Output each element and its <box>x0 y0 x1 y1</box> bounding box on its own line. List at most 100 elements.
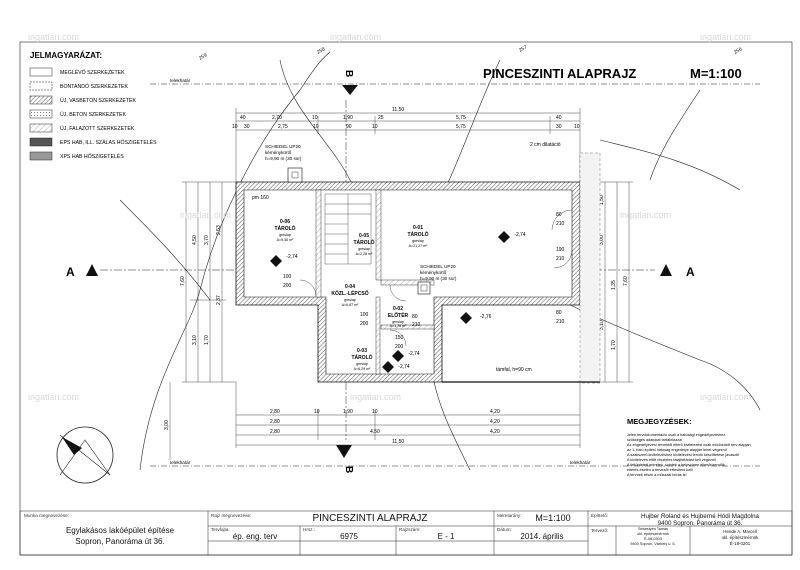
legend-label: ÚJ, BETON SZERKEZETEK <box>60 111 126 118</box>
dim-label: 5,75 <box>456 115 466 121</box>
dim-label: 2,37 <box>216 295 222 305</box>
dim-label: 3,70 <box>204 235 210 245</box>
engineer-line-3: É-18-0201 <box>729 541 751 546</box>
watermark-text: ingatlan.com <box>28 32 79 42</box>
dimension-labels-bottom: 2,80 10 1,90 10 4,20 2,80 4,20 2,80 4,50… <box>270 409 500 445</box>
date-label: Dátum: <box>497 527 512 532</box>
legend-swatch-rc <box>29 95 53 105</box>
door-label: 210 <box>556 256 565 262</box>
note-line: eltérés esetén a tervezőt értesíteni kel… <box>627 468 693 472</box>
dim-label: 3,10 <box>192 335 198 345</box>
room-name: TÁROLÓ <box>407 230 428 238</box>
watermark-text: ingatlan.com <box>330 32 381 42</box>
dim-label: 3,00 <box>599 235 605 245</box>
door-label: 80 <box>556 212 562 218</box>
legend-label: ÚJ, VASBETON SZERKEZETEK <box>60 97 136 104</box>
phase-value: ép. eng. terv <box>232 532 278 541</box>
phase-label: Tervfajta: <box>211 527 230 532</box>
chimney-height: h=9,90 m (30 sor) <box>420 276 457 281</box>
dim-label: 30 <box>244 124 250 130</box>
dim-label: 10 <box>574 124 580 130</box>
engineer-line-1: Hende A. Marcell <box>723 529 757 534</box>
note-line: szükséges adatokat tartalmazza! <box>627 438 682 442</box>
property-lines: telekhatár telekhatár telekhatár <box>150 78 760 467</box>
work-line-1: Egylakásos lakóépület építése <box>65 526 175 535</box>
dim-label: 1,70 <box>204 335 210 345</box>
north-arrow <box>56 426 114 484</box>
annotations: pm 160 100 200 100 200 150 200 80 210 80… <box>252 142 565 373</box>
client-line-1: Hujber Roland és Hujberné Hódi Magdolna <box>641 513 759 520</box>
dim-label: 3,00 <box>164 420 170 430</box>
dim-label: 2,80 <box>270 409 280 415</box>
designer-line-3: É-08-0303 <box>644 537 662 541</box>
chimney-desc: kéménykürtő <box>265 150 292 155</box>
room-area: A=21,27 m² <box>409 244 428 248</box>
watermark-text: ingatlan.com <box>700 392 751 402</box>
room-floor: greslap <box>358 247 370 251</box>
sheet-value: E - 1 <box>437 532 455 541</box>
legend-swatch-concrete <box>29 109 53 119</box>
room-area: A=2,28 m² <box>356 252 373 256</box>
doors <box>299 209 573 347</box>
room-name: KÖZL.-LÉPCSŐ <box>331 289 368 297</box>
chimney-name: SCHIEDEL UP20 <box>265 144 301 149</box>
dim-label: 40 <box>556 115 562 121</box>
dim-left-total: 7,60 <box>180 276 186 286</box>
dim-label: 25 <box>378 115 384 121</box>
contour-label: 258 <box>316 46 326 55</box>
door-label: 80 <box>412 314 418 320</box>
room-area: A=9,36 m² <box>277 238 294 242</box>
door-label: 210 <box>556 221 565 227</box>
chimney-name: SCHIEDEL UP20 <box>420 264 456 269</box>
room-name: TÁROLÓ <box>353 238 374 246</box>
contour-label: 259 <box>198 52 208 61</box>
room-floor: greslap <box>392 320 404 324</box>
dimension-labels-left: 7,60 4,50 3,10 3,70 1,70 2,53 2,37 3,00 <box>164 225 222 430</box>
property-line-label: telekhatár <box>570 460 591 465</box>
retaining-wall-label: támfal, h=90 cm <box>496 367 532 373</box>
dim-label: 1,35 <box>611 280 617 290</box>
room-area: A=1,78 m² <box>390 324 407 328</box>
dim-label: 30 <box>556 124 562 130</box>
designer-line-2: okl. építészmérnök <box>637 532 669 536</box>
building-walls <box>235 152 601 384</box>
dim-bottom-total: 11,50 <box>392 439 404 445</box>
room-name: TÁROLÓ <box>351 353 372 361</box>
door-label: 100 <box>283 274 292 280</box>
property-line-label: telekhatár <box>170 460 191 465</box>
room-code: 0-01 <box>413 225 423 231</box>
chimney-desc: kéménykürtő <box>420 270 447 275</box>
room-floor: greslap <box>356 362 368 366</box>
date-value: 2014. április <box>520 532 564 541</box>
dim-label: 10 <box>313 124 319 130</box>
section-mark-a-left: A <box>66 265 75 279</box>
watermark-text: ingatlan.com <box>620 210 671 220</box>
designer-line-4: 9400 Sopron, Várhely u. 5. <box>630 542 676 546</box>
room-level: -2,74 <box>408 351 420 357</box>
dim-label: 10 <box>314 409 320 415</box>
legend-swatch-masonry <box>29 123 53 133</box>
room-code: 0-04 <box>345 284 355 290</box>
engineer-line-2: okl. építészmérnök <box>721 535 759 540</box>
dim-label: 4,20 <box>490 419 500 425</box>
room-code: 0-06 <box>280 219 290 225</box>
dim-label: 2,53 <box>216 225 222 235</box>
legend-title: JELMAGYARÁZAT: <box>30 51 102 60</box>
room-floor: greslap <box>344 298 356 302</box>
scale-label: Méretarány: <box>497 513 522 518</box>
section-mark-b-bottom: B <box>343 466 354 473</box>
dim-label: 3,10 <box>599 320 605 330</box>
dim-label: 4,20 <box>490 409 500 415</box>
scale-value: M=1:100 <box>535 513 571 523</box>
note-line: A tervnek része a műszaki leírás is! <box>627 473 687 477</box>
watermark-text: ingatlan.com <box>700 32 751 42</box>
dim-label: 90 <box>346 124 352 130</box>
dim-top-total: 11,50 <box>392 107 404 113</box>
room-area: A=6,29 m² <box>354 367 371 371</box>
dim-label: 10 <box>232 124 238 130</box>
dim-label: 2,75 <box>278 124 288 130</box>
door-label: 200 <box>283 283 292 289</box>
contour-labels: 259 258 257 256 <box>198 44 743 61</box>
dim-label: 40 <box>240 115 246 121</box>
dimension-labels-top: 11,50 40 2,70 10 1,90 25 5,75 40 10 30 2… <box>232 107 580 130</box>
